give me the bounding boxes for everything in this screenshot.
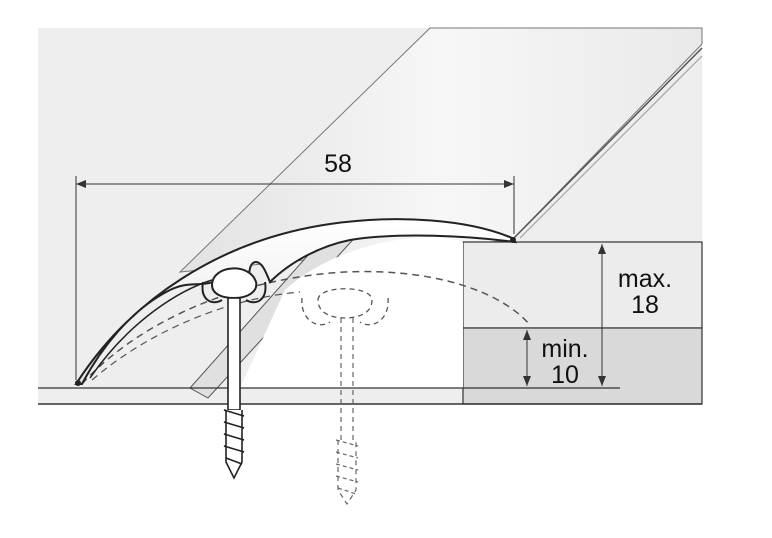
- upper-floor-block: [462, 241, 703, 329]
- max-label: max.: [618, 265, 672, 293]
- max-height-dimension: [598, 244, 606, 386]
- dashed-profile-outline: [81, 270, 531, 385]
- dashed-screw: [335, 318, 359, 506]
- min-value-label: 10: [551, 361, 579, 389]
- width-dimension: [75, 176, 515, 380]
- lower-area: [0, 404, 772, 538]
- max-value-label: 18: [631, 291, 659, 319]
- solid-screw: [201, 267, 267, 480]
- min-label: min.: [541, 335, 588, 363]
- main-profile: [74, 218, 518, 385]
- cavity-under-profile: [240, 237, 463, 388]
- strip-edge-line-2: [519, 55, 703, 239]
- main-profile-inner-line: [89, 279, 213, 379]
- profile-tip: [75, 380, 81, 386]
- strip-edge-line: [511, 47, 703, 241]
- width-value-label: 58: [324, 150, 352, 178]
- dashed-profile-inner: [91, 291, 301, 381]
- min-height-dimension: [523, 330, 531, 386]
- profile-tip-right: [510, 237, 516, 243]
